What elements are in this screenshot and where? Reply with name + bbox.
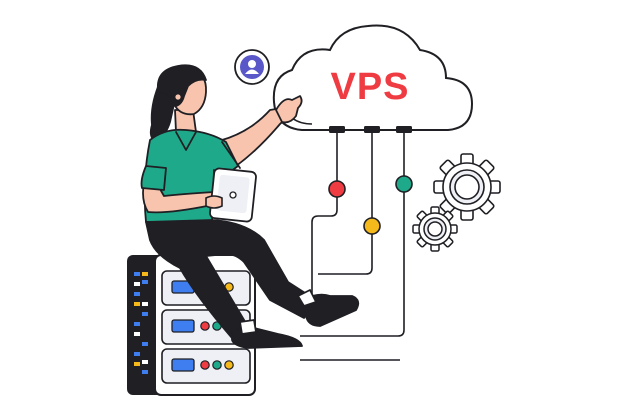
node-red — [328, 180, 346, 198]
server-rack-icon — [127, 254, 256, 396]
tablet-icon — [205, 167, 257, 223]
cloud: VPS — [272, 24, 474, 133]
cloud-icon — [272, 24, 474, 131]
gear-icon — [433, 153, 501, 221]
connection-lines — [300, 128, 405, 361]
cloud-label: VPS — [330, 66, 409, 108]
node-yellow — [363, 217, 381, 235]
node-green — [395, 175, 413, 193]
user-icon — [234, 49, 270, 85]
server-unit — [161, 348, 251, 384]
gear-icon — [412, 206, 458, 252]
woman-figure — [140, 64, 360, 349]
